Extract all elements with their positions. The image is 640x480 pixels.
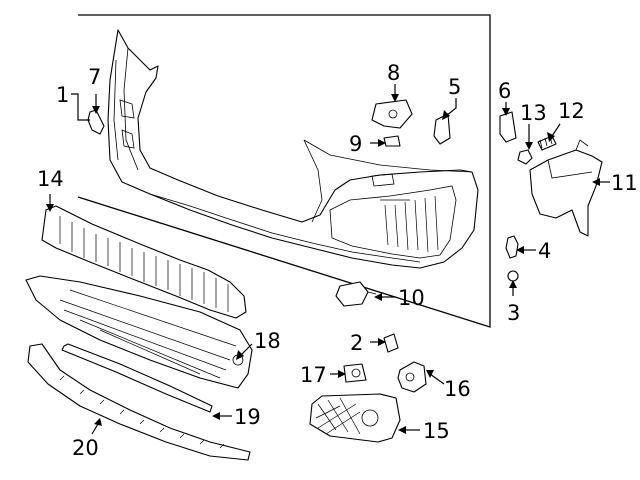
bolt-part	[537, 135, 557, 151]
callout-4: 4	[538, 239, 551, 263]
sensor-bracket-part	[397, 361, 427, 393]
sensor-part	[343, 363, 367, 383]
bracket-part	[371, 99, 413, 129]
callout-14: 14	[37, 167, 64, 191]
callout-15: 15	[423, 419, 450, 443]
trim-strip-part	[61, 343, 213, 413]
callout-16: 16	[444, 377, 471, 401]
callout-13: 13	[520, 101, 547, 125]
bracket-part	[433, 113, 451, 145]
grille-part	[309, 393, 401, 443]
callout-17: 17	[300, 363, 327, 387]
clip-part	[383, 135, 401, 147]
callout-9: 9	[349, 132, 362, 156]
clip-part	[383, 333, 399, 353]
reflector-part	[335, 281, 369, 307]
callout-19: 19	[234, 405, 261, 429]
bumper-cover-part	[107, 29, 479, 269]
side-bracket-part	[529, 139, 603, 237]
callout-5: 5	[448, 75, 461, 99]
undertray-part	[25, 275, 253, 389]
nut-part	[507, 270, 519, 282]
callout-7: 7	[88, 65, 101, 89]
assembly-frame	[77, 14, 491, 328]
callout-3: 3	[507, 301, 520, 325]
impact-absorber-part	[41, 205, 247, 319]
callout-8: 8	[387, 61, 400, 85]
callout-18: 18	[254, 329, 281, 353]
leader-lines	[46, 84, 610, 435]
callout-2: 2	[350, 331, 363, 355]
callout-1: 1	[56, 83, 69, 107]
callout-11: 11	[611, 171, 638, 195]
push-clip-part	[505, 235, 519, 259]
callout-12: 12	[558, 99, 585, 123]
callout-6: 6	[498, 79, 511, 103]
nut-part	[517, 149, 533, 165]
callout-10: 10	[398, 286, 425, 310]
bracket-part	[499, 111, 517, 143]
lower-lip-part	[27, 343, 251, 461]
callout-20: 20	[72, 436, 99, 460]
